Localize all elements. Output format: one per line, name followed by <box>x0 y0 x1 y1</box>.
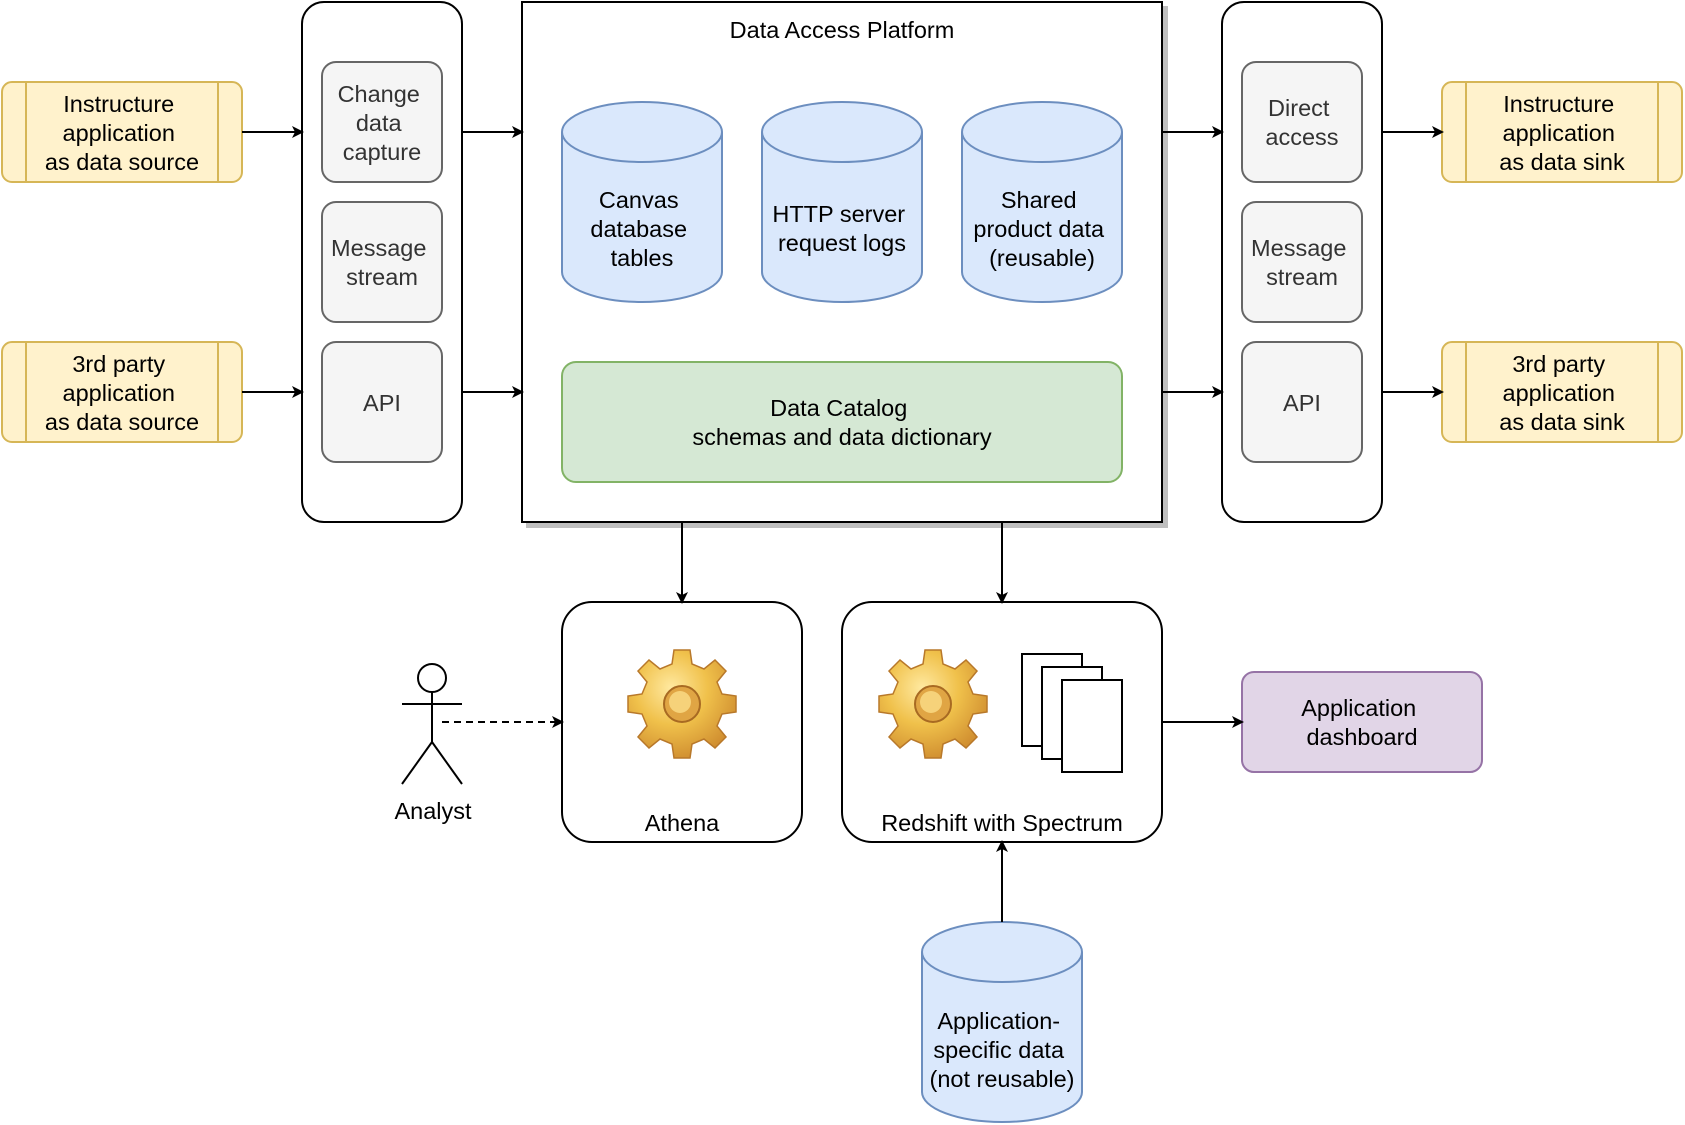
store-canvas-tables: Canvas database tables <box>561 101 723 303</box>
store-http-line: request logs <box>778 230 906 256</box>
analyst-actor: Analyst <box>394 663 472 824</box>
svg-text:Message stream: Message stream <box>331 235 433 290</box>
store-canvas-line: Canvas <box>599 187 679 213</box>
svg-text:Change data captur: Change data capture <box>338 81 427 165</box>
ingress-method-cdc: Change data capture <box>321 61 443 183</box>
sink-third-party-line: as data sink <box>1499 409 1625 435</box>
source-instructure-line: as data source <box>45 149 199 175</box>
store-shared-line: Shared <box>1001 187 1077 213</box>
ingress-api-line: API <box>363 390 401 416</box>
connectors <box>242 126 1444 922</box>
dashboard-line: Application <box>1301 695 1416 721</box>
source-third-party-line: application <box>63 380 175 406</box>
analyst-label: Analyst <box>394 798 472 824</box>
athena-engine: Athena <box>561 601 803 843</box>
sink-instructure-line: as data sink <box>1499 149 1625 175</box>
egress-message-line: stream <box>1266 264 1338 290</box>
redshift-label: Redshift with Spectrum <box>881 810 1123 836</box>
store-canvas-line: database <box>590 216 687 242</box>
dashboard-line: dashboard <box>1306 724 1417 750</box>
ingress-cdc-line: capture <box>343 139 421 165</box>
svg-text:Shared product data: Shared product data (reusable) <box>973 187 1110 271</box>
svg-text:Canvas database ta: Canvas database tables <box>590 187 693 271</box>
store-shared-product-data: Shared product data (reusable) <box>961 101 1123 303</box>
svg-text:API: API <box>1283 390 1321 416</box>
stick-figure-icon <box>401 663 463 785</box>
platform-title: Data Access Platform <box>730 17 955 43</box>
ingress-method-api: API <box>321 341 443 463</box>
svg-text:Application dashboard: Application dashboard <box>1301 695 1423 750</box>
application-dashboard: Application dashboard <box>1241 671 1483 773</box>
ingress-message-line: stream <box>346 264 418 290</box>
svg-text:Instructure application: Instructure application as data sink <box>1499 91 1625 175</box>
store-canvas-line: tables <box>611 245 674 271</box>
egress-method-api: API <box>1241 341 1363 463</box>
sink-third-party-line: application <box>1503 380 1615 406</box>
svg-text:3rd party application: 3rd party application as data source <box>45 351 199 435</box>
store-application-specific-data: Application- specific data (not reusable… <box>921 921 1083 1123</box>
redshift-engine: Redshift with Spectrum <box>841 601 1163 843</box>
sink-third-party-line: 3rd party <box>1512 351 1605 377</box>
ingress-cdc-line: Change <box>338 81 420 107</box>
data-catalog: Data Catalog schemas and data dictionary <box>561 361 1123 483</box>
app-data-line: Application- <box>937 1008 1060 1034</box>
sink-instructure-line: Instructure <box>1503 91 1614 117</box>
svg-text:3rd party application: 3rd party application as data sink <box>1499 351 1625 435</box>
app-data-line: (not reusable) <box>930 1066 1075 1092</box>
source-instructure: Instructure application as data source <box>1 81 243 183</box>
svg-text:HTTP server request logs: HTTP server request logs <box>772 201 911 256</box>
egress-method-message-stream: Message stream <box>1241 201 1363 323</box>
app-data-line: specific data <box>933 1037 1065 1063</box>
svg-text:Application- specific da: Application- specific data (not reusable… <box>930 1008 1075 1092</box>
sink-third-party: 3rd party application as data sink <box>1441 341 1683 443</box>
gear-icon <box>878 649 988 759</box>
egress-direct-line: Direct <box>1268 95 1330 121</box>
svg-text:Data Catalog schemas and: Data Catalog schemas and data dictionary <box>692 395 991 450</box>
gear-icon <box>627 649 737 759</box>
svg-text:Direct access: Direct access <box>1265 95 1338 150</box>
source-third-party-line: 3rd party <box>72 351 165 377</box>
store-http-line: HTTP server <box>772 201 905 227</box>
source-third-party: 3rd party application as data source <box>1 341 243 443</box>
ingress-cdc-line: data <box>356 110 403 136</box>
egress-message-line: Message <box>1251 235 1346 261</box>
store-shared-line: product data <box>973 216 1105 242</box>
sink-instructure: Instructure application as data sink <box>1441 81 1683 183</box>
source-instructure-line: Instructure <box>63 91 174 117</box>
store-shared-line: (reusable) <box>989 245 1095 271</box>
svg-text:Instructure application: Instructure application as data source <box>45 91 199 175</box>
source-instructure-line: application <box>63 120 175 146</box>
sink-instructure-line: application <box>1503 120 1615 146</box>
ingress-message-line: Message <box>331 235 426 261</box>
catalog-line: Data Catalog <box>770 395 907 421</box>
svg-text:Message stream: Message stream <box>1251 235 1353 290</box>
store-http-logs: HTTP server request logs <box>761 101 923 303</box>
ingress-method-message-stream: Message stream <box>321 201 443 323</box>
svg-text:API: API <box>363 390 401 416</box>
egress-api-line: API <box>1283 390 1321 416</box>
catalog-line: schemas and data dictionary <box>692 424 991 450</box>
egress-method-direct-access: Direct access <box>1241 61 1363 183</box>
egress-direct-line: access <box>1265 124 1338 150</box>
athena-label: Athena <box>645 810 720 836</box>
source-third-party-line: as data source <box>45 409 199 435</box>
documents-icon <box>1021 653 1123 773</box>
